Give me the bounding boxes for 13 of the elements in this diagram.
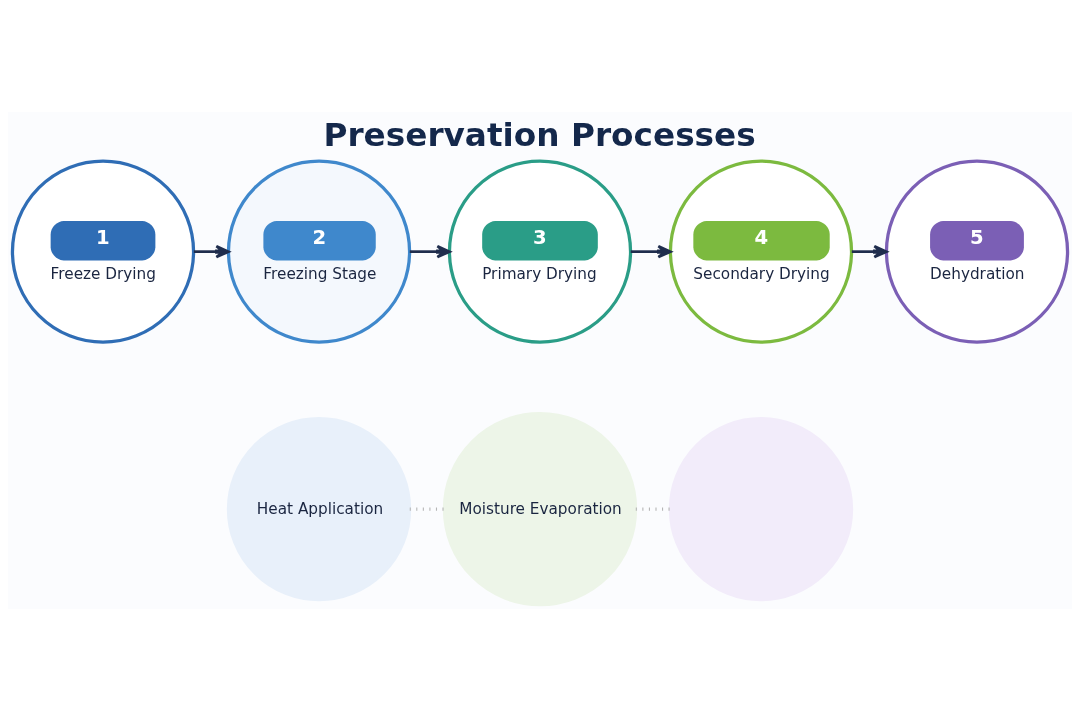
node-circle: 3 Primary Drying [447,158,633,344]
node-circle: 4 Secondary Drying [668,158,854,344]
node-circle: 5 Dehydration [884,158,1070,344]
node-circle [668,416,854,601]
diagram-title: Preservation Processes [323,115,756,154]
arrow [630,244,672,258]
arrow [851,244,888,258]
node-circle: Moisture Evaporation [442,411,638,606]
arrow [193,244,230,258]
node-circle: 1 Freeze Drying [10,158,196,344]
node-circle: 2 Freezing Stage [226,158,412,344]
node-circle: Heat Application [226,416,412,601]
arrow [409,244,451,258]
